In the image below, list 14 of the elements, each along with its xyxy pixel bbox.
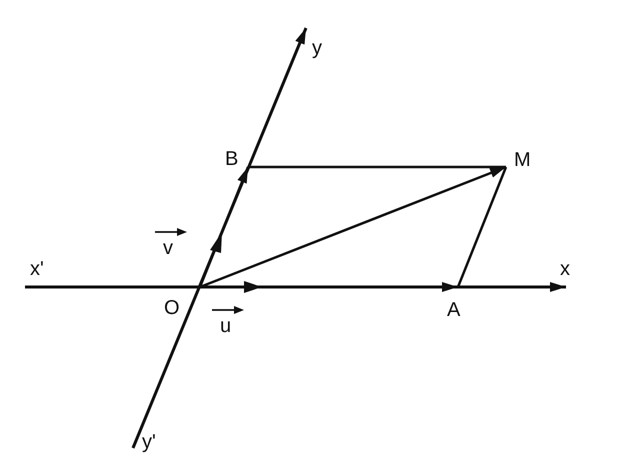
vector-label: u (220, 316, 232, 336)
axis-label: x' (30, 259, 44, 279)
axis-label: y' (142, 432, 156, 452)
line-segment (456, 166, 508, 288)
line-segment (248, 166, 506, 168)
point-label: O (164, 298, 180, 318)
vector-arrow (198, 166, 250, 288)
axis-label: y (312, 38, 322, 58)
point-label: A (447, 300, 460, 320)
point-label: B (225, 149, 238, 169)
vector-arrow (200, 166, 506, 288)
point-label: M (514, 150, 531, 170)
vector-label: v (163, 238, 173, 258)
axis-label: x (560, 259, 570, 279)
